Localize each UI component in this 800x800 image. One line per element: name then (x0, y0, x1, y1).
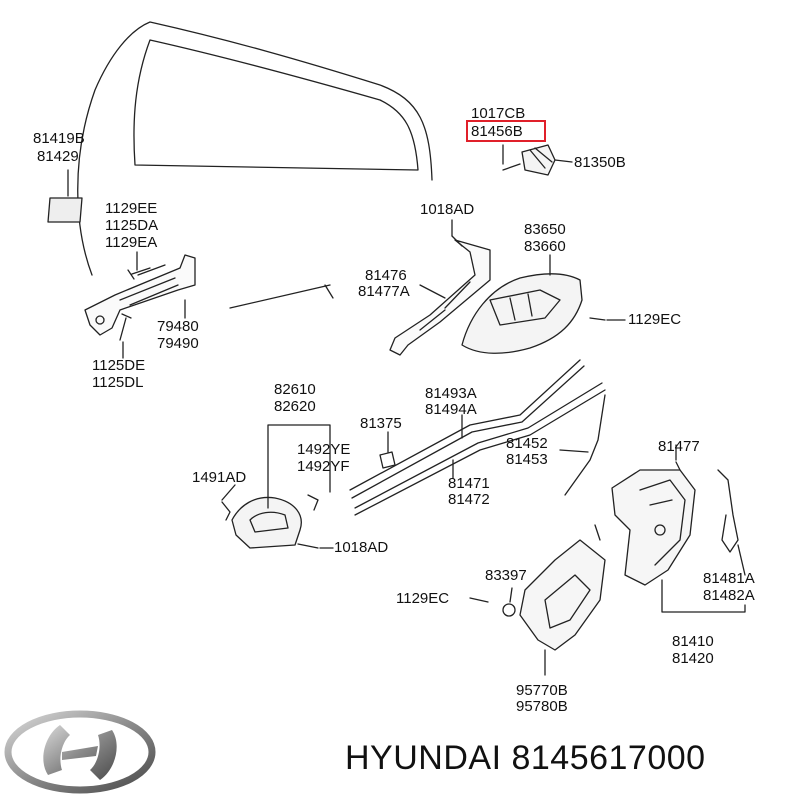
washer-83397 (502, 603, 516, 617)
label-81476: 81476 (365, 267, 407, 284)
label-81471: 81471 (448, 475, 490, 492)
door-edge (324, 284, 334, 299)
label-1129ec-left: 1129EC (396, 590, 450, 607)
label-81429: 81429 (37, 148, 79, 165)
label-81420: 81420 (672, 650, 714, 667)
label-81477: 81477 (658, 438, 700, 455)
brand-part-number: HYUNDAI 8145617000 (345, 739, 706, 777)
label-79490: 79490 (157, 335, 199, 352)
bolt-81477 (675, 461, 681, 471)
door-frame-outer (77, 21, 433, 276)
bolt-1018ad-bottom (297, 543, 319, 549)
inside-handle-part (231, 496, 302, 549)
label-81419b: 81419B (33, 130, 85, 147)
bolt-1125de (119, 313, 132, 341)
rod-81471 (354, 389, 606, 516)
outer-handle-rod-part (389, 239, 491, 356)
label-81456b-highlighted: 81456B (471, 123, 523, 140)
label-83650: 83650 (524, 221, 566, 238)
label-81494a: 81494A (425, 401, 477, 418)
label-1129ea: 1129EA (105, 234, 158, 251)
label-81453: 81453 (506, 451, 548, 468)
label-82610: 82610 (274, 381, 316, 398)
label-1018ad-bottom: 1018AD (334, 539, 389, 556)
label-79480: 79480 (157, 318, 199, 335)
door-checker-part (84, 254, 196, 336)
bolt-1129ec-right (589, 317, 606, 321)
label-1491ad: 1491AD (192, 469, 247, 486)
label-1125dl: 1125DL (92, 374, 144, 391)
label-81452: 81452 (506, 435, 548, 452)
label-81472: 81472 (448, 491, 490, 508)
label-1129ec-right: 1129EC (628, 311, 682, 328)
label-1492ye: 1492YE (297, 441, 351, 458)
outside-handle-part (461, 273, 583, 354)
clip-1491ad (221, 501, 231, 521)
label-81410: 81410 (672, 633, 714, 650)
bolt-1129ea (127, 267, 151, 280)
label-1125de: 1125DE (92, 357, 146, 374)
label-82620: 82620 (274, 398, 316, 415)
hyundai-logo-icon (4, 710, 156, 794)
label-1018ad-top: 1018AD (420, 201, 475, 218)
rod-81493a (349, 359, 581, 491)
label-95770b: 95770B (516, 682, 568, 699)
door-belt-line (229, 284, 331, 309)
latch-rod-81481a (717, 469, 739, 553)
actuator-part (519, 539, 606, 651)
clip-1492ye (307, 494, 319, 511)
label-81493a: 81493A (425, 385, 477, 402)
door-frame-inner (133, 39, 419, 171)
highlight-box (466, 120, 546, 142)
label-95780b: 95780B (516, 698, 568, 715)
label-1125da: 1125DA (105, 217, 159, 234)
clip-81375 (379, 451, 396, 469)
label-81375: 81375 (360, 415, 402, 432)
label-1129ee: 1129EE (105, 200, 158, 217)
label-1017cb: 1017CB (471, 105, 526, 122)
sticker-part (47, 197, 83, 223)
bolt-1129ec-left (469, 597, 489, 603)
label-83660: 83660 (524, 238, 566, 255)
label-81481a: 81481A (703, 570, 755, 587)
bolt-1018ad-top (451, 235, 463, 247)
label-81477a: 81477A (358, 283, 410, 300)
bolt-1017cb (502, 163, 521, 171)
label-81482a: 81482A (703, 587, 755, 604)
door-latch-part (611, 469, 696, 586)
rod-81452 (564, 394, 606, 496)
label-83397: 83397 (485, 567, 527, 584)
label-1492yf: 1492YF (297, 458, 350, 475)
label-81350b: 81350B (574, 154, 626, 171)
